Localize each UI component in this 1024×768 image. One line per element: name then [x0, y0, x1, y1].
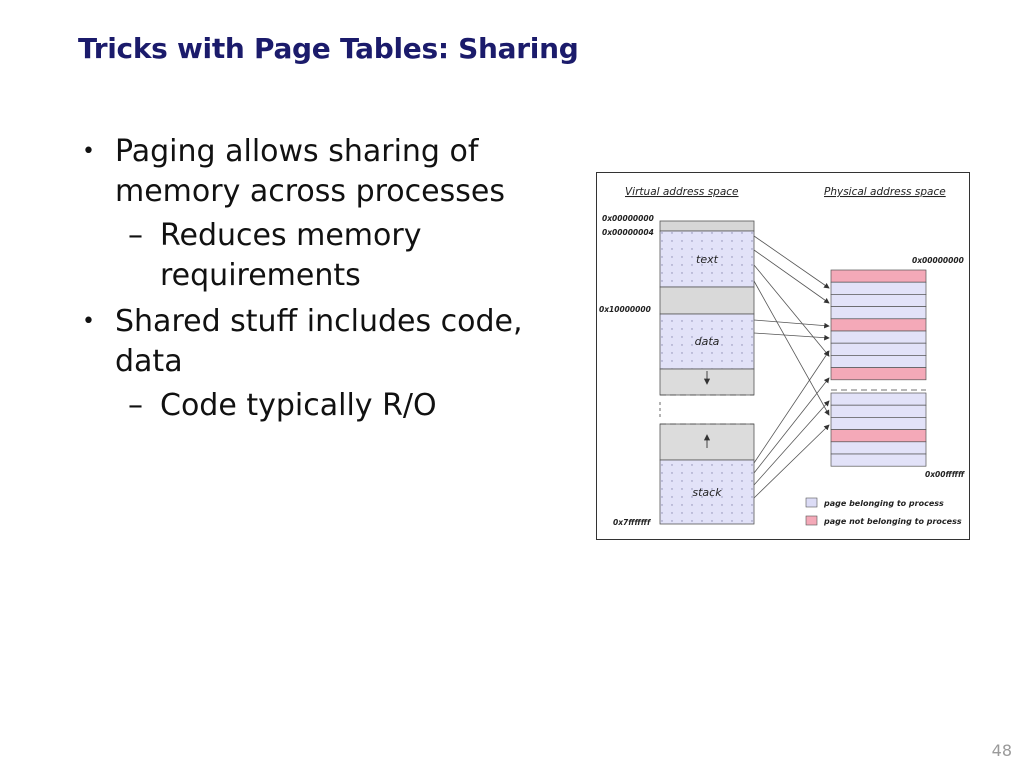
bullet-marker: • [82, 309, 95, 334]
physical-address-column [830, 269, 927, 467]
address-label: 0x00000004 [602, 228, 654, 237]
legend-label: page not belonging to process [823, 517, 962, 526]
bullet-item: • Paging allows sharing of memory across… [78, 132, 538, 212]
page-sharing-diagram: Virtual address space Physical address s… [596, 172, 970, 540]
mapping-arrow [753, 249, 830, 304]
address-label: 0x10000000 [599, 305, 651, 314]
bullet-marker: • [82, 139, 95, 164]
physical-page-foreign [830, 429, 927, 443]
virtual-address-heading: Virtual address space [625, 186, 739, 198]
mapping-arrow [753, 350, 830, 464]
physical-page-owned [830, 392, 927, 406]
physical-page-owned [830, 306, 927, 320]
sub-bullet-text: Reduces memory requirements [160, 218, 422, 293]
bullet-text: Shared stuff includes code, data [115, 304, 523, 379]
physical-page-owned [830, 441, 927, 455]
bullet-item: • Shared stuff includes code, data [78, 302, 538, 382]
physical-address-heading: Physical address space [824, 186, 946, 198]
legend-swatch-foreign [805, 515, 818, 526]
virtual-gap [659, 394, 754, 425]
physical-page-foreign [830, 269, 927, 283]
physical-page-owned [830, 404, 927, 418]
mapping-arrow [753, 319, 830, 329]
address-label: 0x7fffffff [613, 518, 652, 527]
physical-page-owned [830, 355, 927, 368]
segment-label-stack: stack [692, 486, 722, 499]
legend-swatch-owned [805, 497, 818, 508]
mapping-arrow [753, 280, 830, 416]
dash-marker: – [128, 218, 143, 253]
address-label: 0x00000000 [912, 256, 964, 265]
bullet-text: Paging allows sharing of memory across p… [115, 134, 505, 209]
sub-bullet-item: – Reduces memory requirements [78, 216, 538, 296]
mapping-arrow [753, 235, 830, 289]
physical-page-owned [830, 294, 927, 307]
physical-page-foreign [830, 318, 927, 332]
page-number: 48 [991, 741, 1012, 760]
legend: page belonging to process page not belon… [805, 497, 962, 526]
physical-page-owned [830, 453, 927, 467]
mapping-arrow [753, 264, 830, 357]
slide-title: Tricks with Page Tables: Sharing [78, 32, 579, 65]
physical-page-owned [830, 330, 927, 344]
physical-page-foreign [830, 367, 927, 381]
sub-bullet-text: Code typically R/O [160, 388, 437, 423]
mapping-arrow [753, 400, 830, 486]
physical-page-owned [830, 281, 927, 295]
mapping-arrow [753, 332, 830, 341]
mapping-arrow [753, 424, 830, 499]
mapping-arrows [753, 235, 830, 499]
diagram-canvas: Virtual address space Physical address s… [599, 186, 965, 527]
dash-marker: – [128, 388, 143, 423]
legend-label: page belonging to process [823, 499, 944, 508]
sub-bullet-item: – Code typically R/O [78, 386, 538, 426]
segment-label-text: text [696, 253, 719, 266]
physical-page-owned [830, 417, 927, 430]
address-label: 0x00000000 [602, 214, 654, 223]
segment-label-data: data [695, 335, 720, 348]
bullet-list: • Paging allows sharing of memory across… [78, 132, 538, 432]
virtual-address-column [659, 220, 755, 525]
physical-page-owned [830, 342, 927, 356]
mapping-arrow [753, 377, 830, 474]
address-label: 0x00ffffff [925, 470, 965, 479]
